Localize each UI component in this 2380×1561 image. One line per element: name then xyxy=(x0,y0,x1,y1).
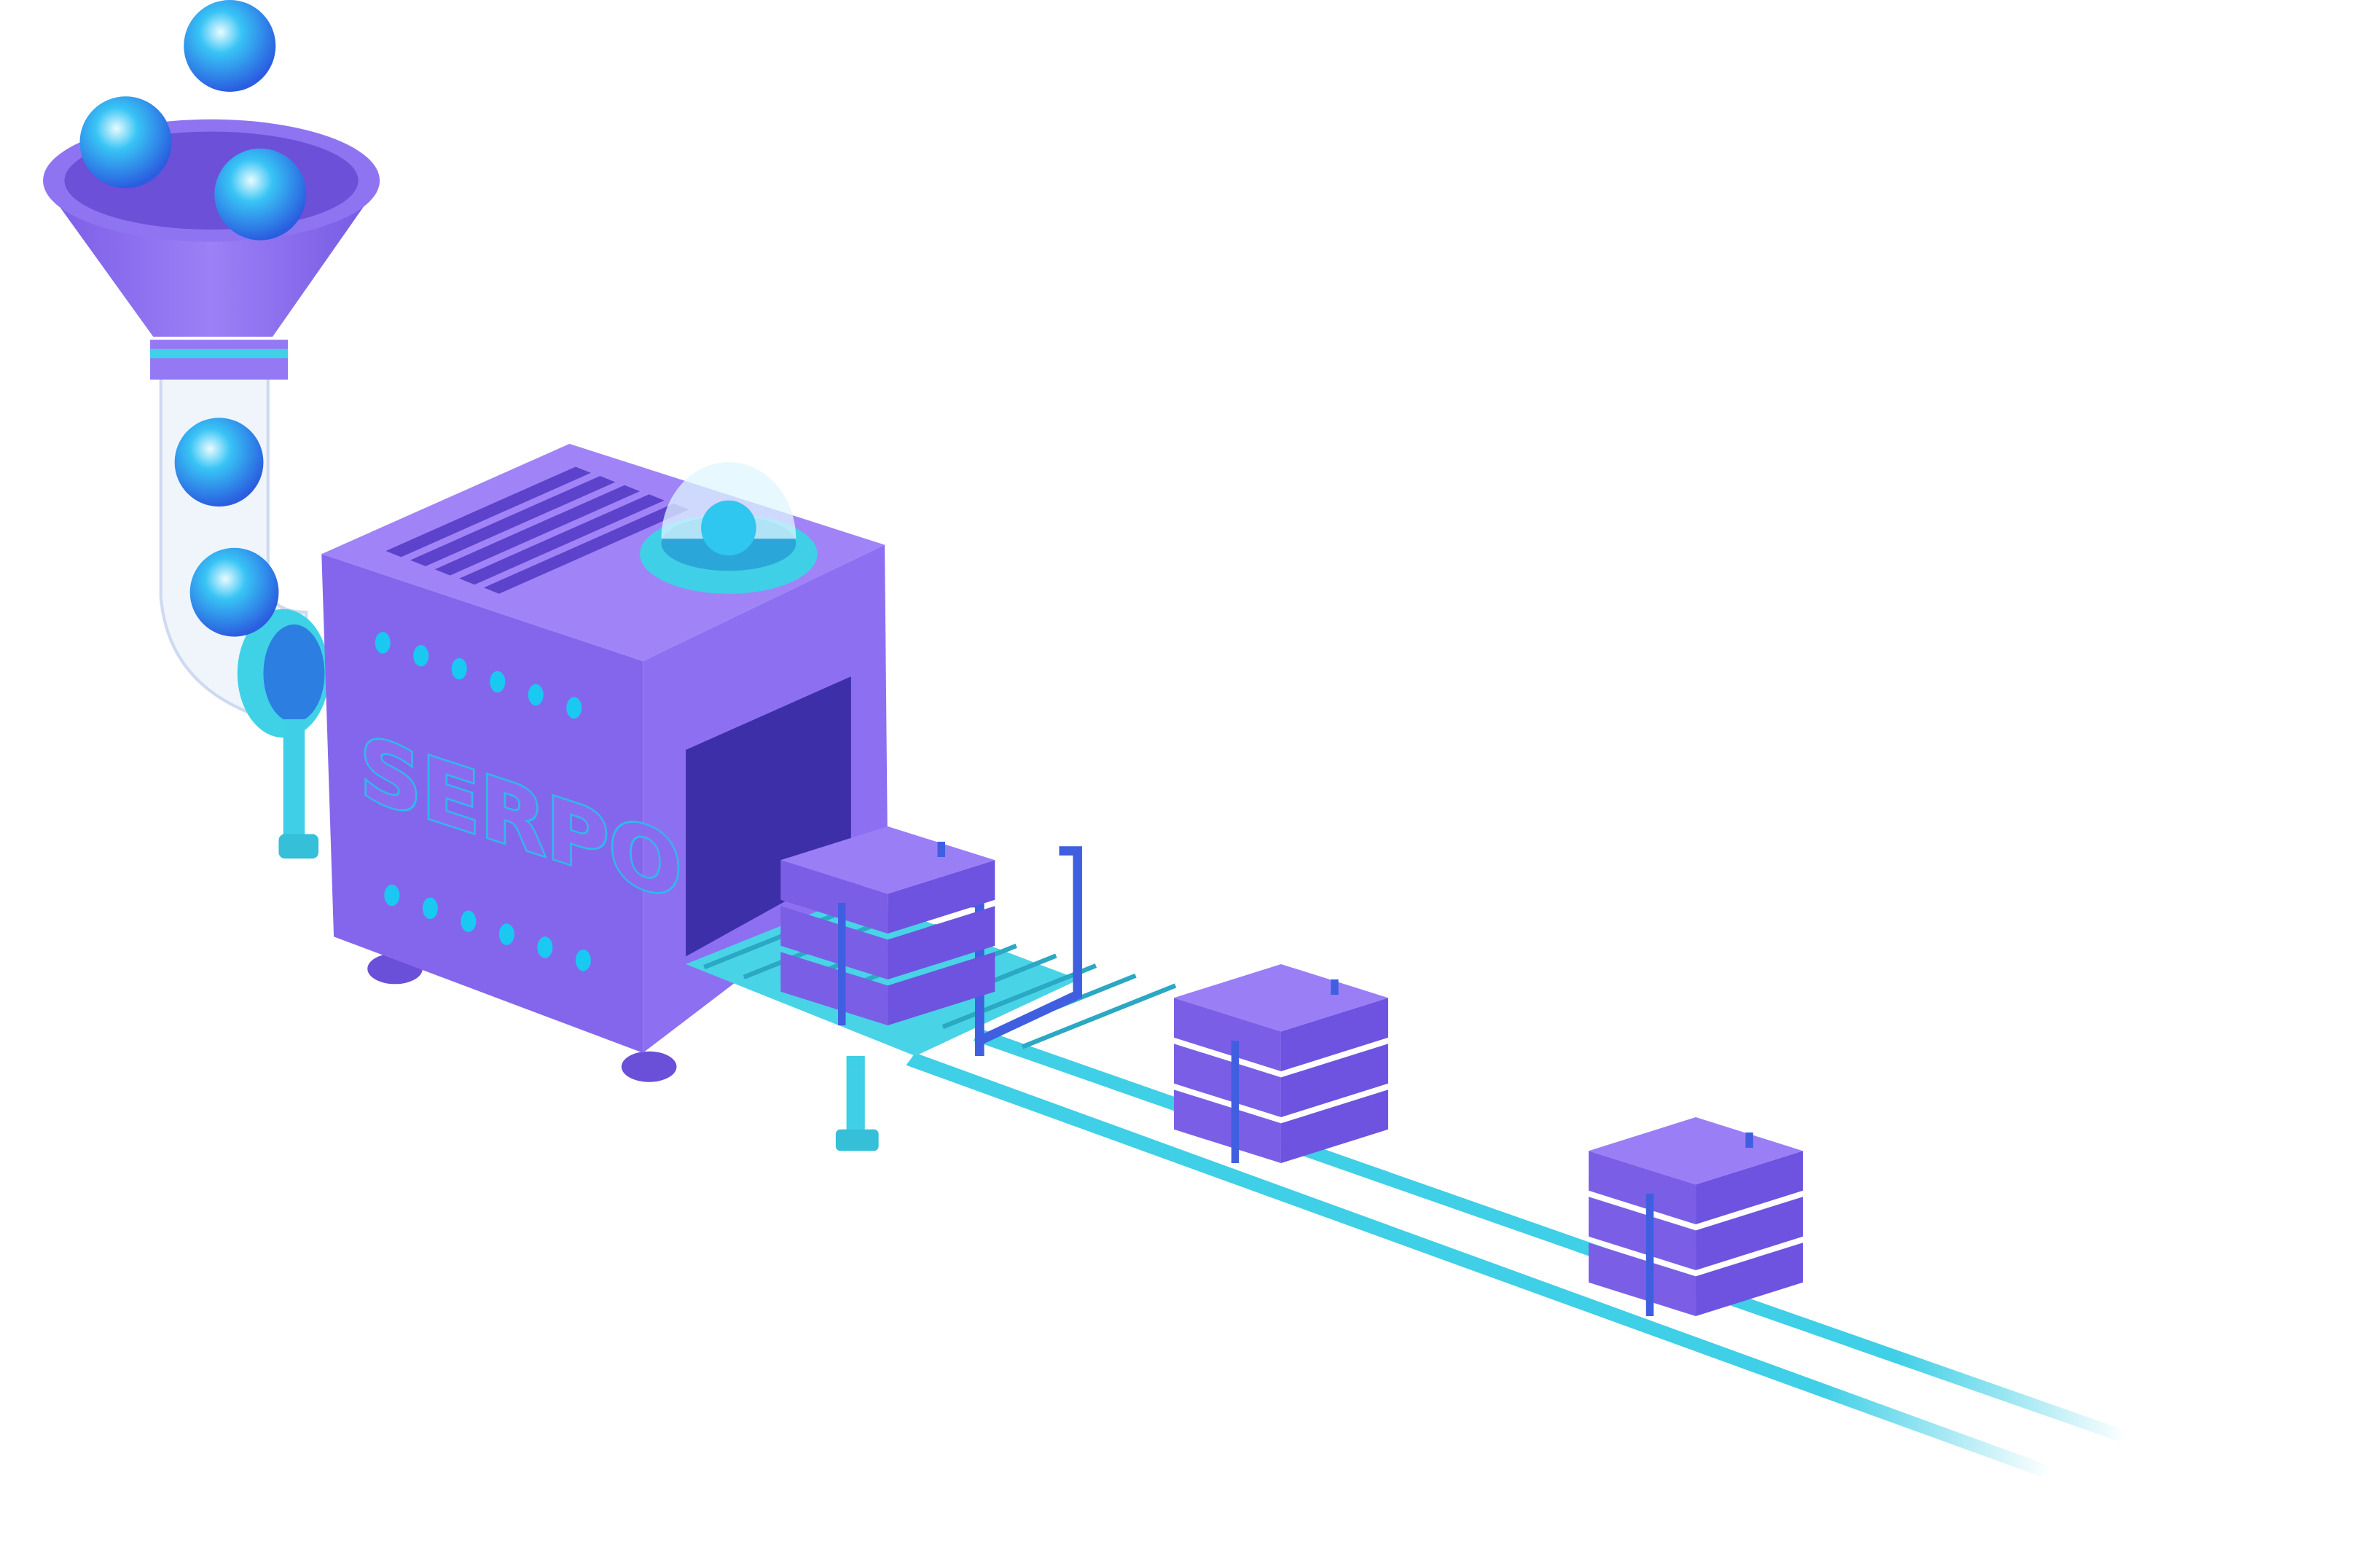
box-layer xyxy=(1280,1044,1388,1117)
box-layer xyxy=(780,860,888,934)
box-strap xyxy=(1231,979,1339,1163)
output-boxes xyxy=(780,826,1804,1316)
indicator-lights xyxy=(375,632,591,971)
indicator-light xyxy=(461,910,477,932)
stacked-box xyxy=(1173,964,1388,1163)
status-dome xyxy=(640,462,818,594)
box-layer xyxy=(780,952,888,1025)
indicator-light xyxy=(413,645,429,667)
box-strap xyxy=(1645,1132,1753,1316)
indicator-light xyxy=(375,632,391,654)
box-layer xyxy=(1173,998,1281,1071)
ball-icon xyxy=(174,418,264,507)
roller xyxy=(1021,983,1177,1049)
box-layer xyxy=(888,860,995,934)
indicator-light xyxy=(498,923,514,945)
ball-icon xyxy=(79,96,172,189)
vent-grille xyxy=(385,466,689,594)
roller xyxy=(942,963,1097,1030)
stacked-box xyxy=(1589,1117,1804,1316)
conveyor-rails xyxy=(906,1028,2128,1477)
box-layer xyxy=(1280,1089,1388,1163)
box-layer xyxy=(1589,1243,1696,1316)
ball-icon xyxy=(189,547,279,637)
indicator-light xyxy=(422,897,438,920)
box-layer xyxy=(1696,1243,1804,1316)
box-layer xyxy=(1589,1151,1696,1224)
data-balls xyxy=(79,0,307,637)
box-layer xyxy=(1173,1089,1281,1163)
ball-icon xyxy=(214,148,307,240)
indicator-light xyxy=(490,670,506,693)
indicator-light xyxy=(528,684,544,706)
box-layer xyxy=(1589,1197,1696,1270)
indicator-light xyxy=(451,658,467,680)
box-layer xyxy=(1696,1197,1804,1270)
indicator-light xyxy=(566,697,582,719)
indicator-light xyxy=(537,936,553,958)
box-layer xyxy=(1173,1044,1281,1117)
box-layer xyxy=(888,952,995,1025)
processing-machine: SERPO xyxy=(321,444,888,1082)
box-layer xyxy=(888,906,995,979)
box-layer xyxy=(780,906,888,979)
indicator-light xyxy=(575,950,591,971)
stacked-box xyxy=(780,826,995,1025)
box-layer xyxy=(1696,1151,1804,1224)
box-layer xyxy=(1280,998,1388,1071)
box-strap xyxy=(838,842,945,1025)
indicator-light xyxy=(384,884,400,907)
ball-icon xyxy=(184,0,276,92)
